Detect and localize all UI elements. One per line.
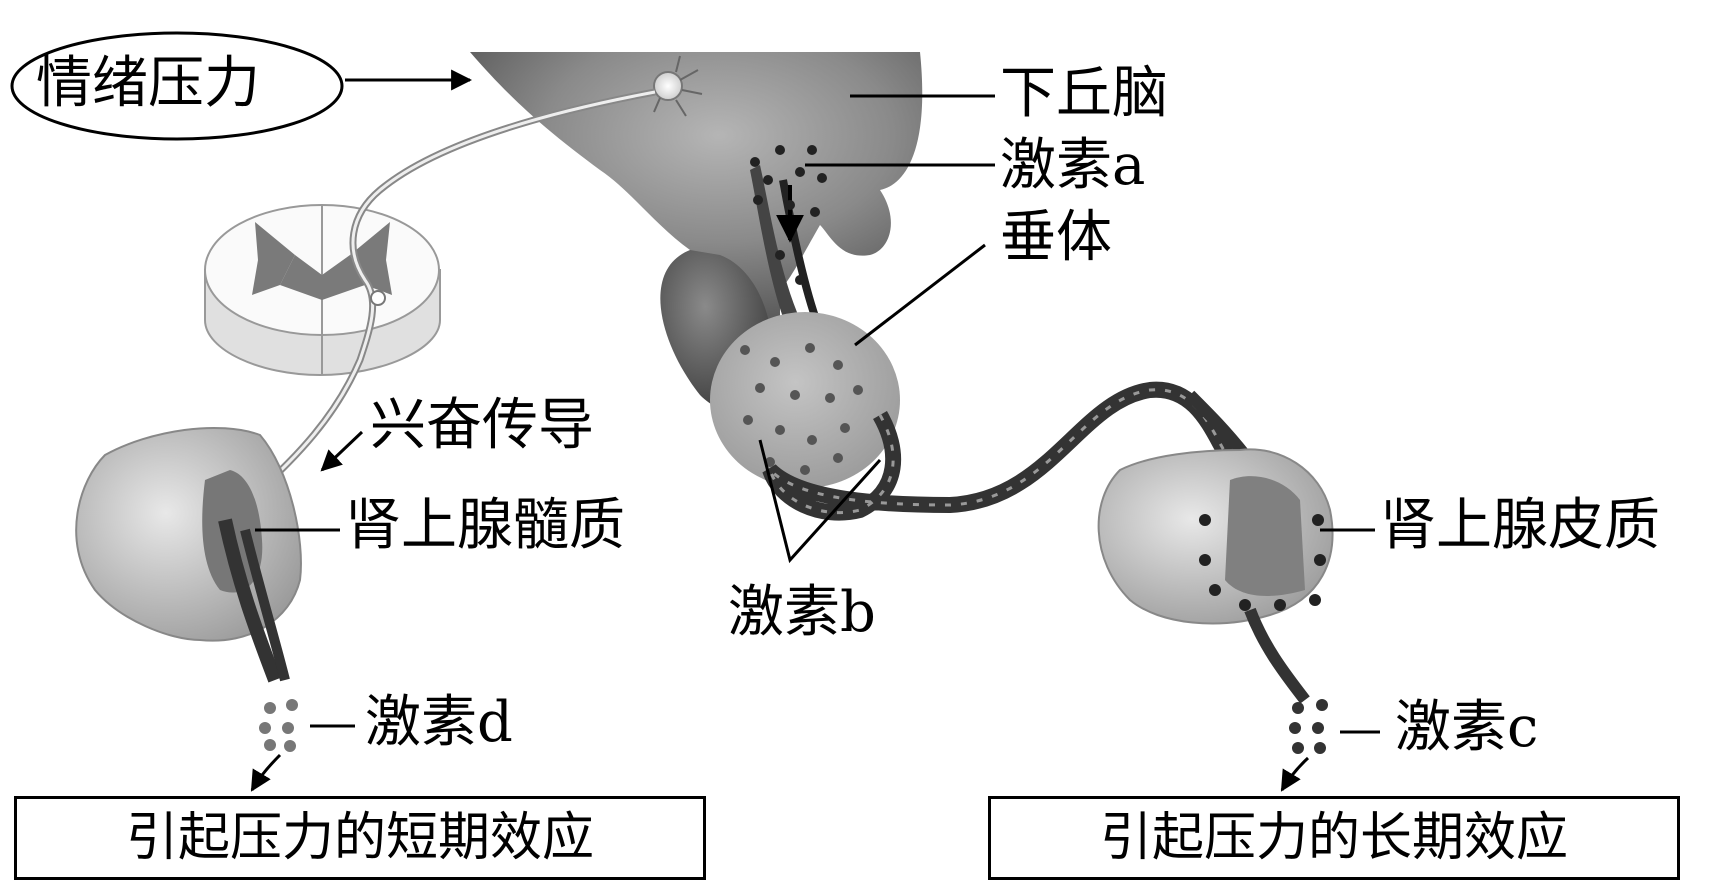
leader-pituitary xyxy=(854,243,986,347)
label-pituitary: 垂体 xyxy=(1000,205,1112,270)
adrenal-medulla-vessel xyxy=(218,518,282,683)
hormone-b-dots-pituitary xyxy=(740,343,863,475)
label-hormone-a: 激素a xyxy=(1000,133,1146,198)
hormone-a-dots xyxy=(750,145,827,285)
label-short-term-effect: 引起压力的短期效应 xyxy=(125,808,594,868)
label-hormone-d: 激素d xyxy=(365,690,513,755)
label-hormone-b: 激素b xyxy=(728,580,876,645)
emotional-stress-ellipse xyxy=(10,31,344,141)
arrow-d-to-short-term xyxy=(250,753,282,792)
hormone-d-dots xyxy=(259,699,298,752)
pituitary-shape xyxy=(710,312,900,488)
box-short-term-effect: 引起压力的短期效应 xyxy=(14,796,706,880)
label-hormone-c: 激素c xyxy=(1395,695,1539,760)
label-hypothalamus: 下丘脑 xyxy=(1000,61,1168,126)
adrenal-cortex-gland xyxy=(1097,448,1334,625)
neuron-cell xyxy=(653,55,703,117)
arrow-c-to-long-term xyxy=(1280,756,1310,792)
hormone-c-dots xyxy=(1289,699,1328,754)
label-adrenal-medulla: 肾上腺髓质 xyxy=(345,493,625,558)
hormone-c-dots-gland xyxy=(1199,514,1326,611)
label-excitation-conduction: 兴奋传导 xyxy=(370,393,594,458)
label-emotional-stress: 情绪压力 xyxy=(36,51,260,116)
leader-hormone-b xyxy=(758,439,882,564)
spinal-cord xyxy=(204,204,441,377)
box-long-term-effect: 引起压力的长期效应 xyxy=(988,796,1680,880)
label-long-term-effect: 引起压力的长期效应 xyxy=(1099,808,1568,868)
arrow-excitation xyxy=(320,430,364,472)
adrenal-cortex-vessel xyxy=(1244,607,1310,704)
label-adrenal-cortex: 肾上腺皮质 xyxy=(1380,493,1660,558)
